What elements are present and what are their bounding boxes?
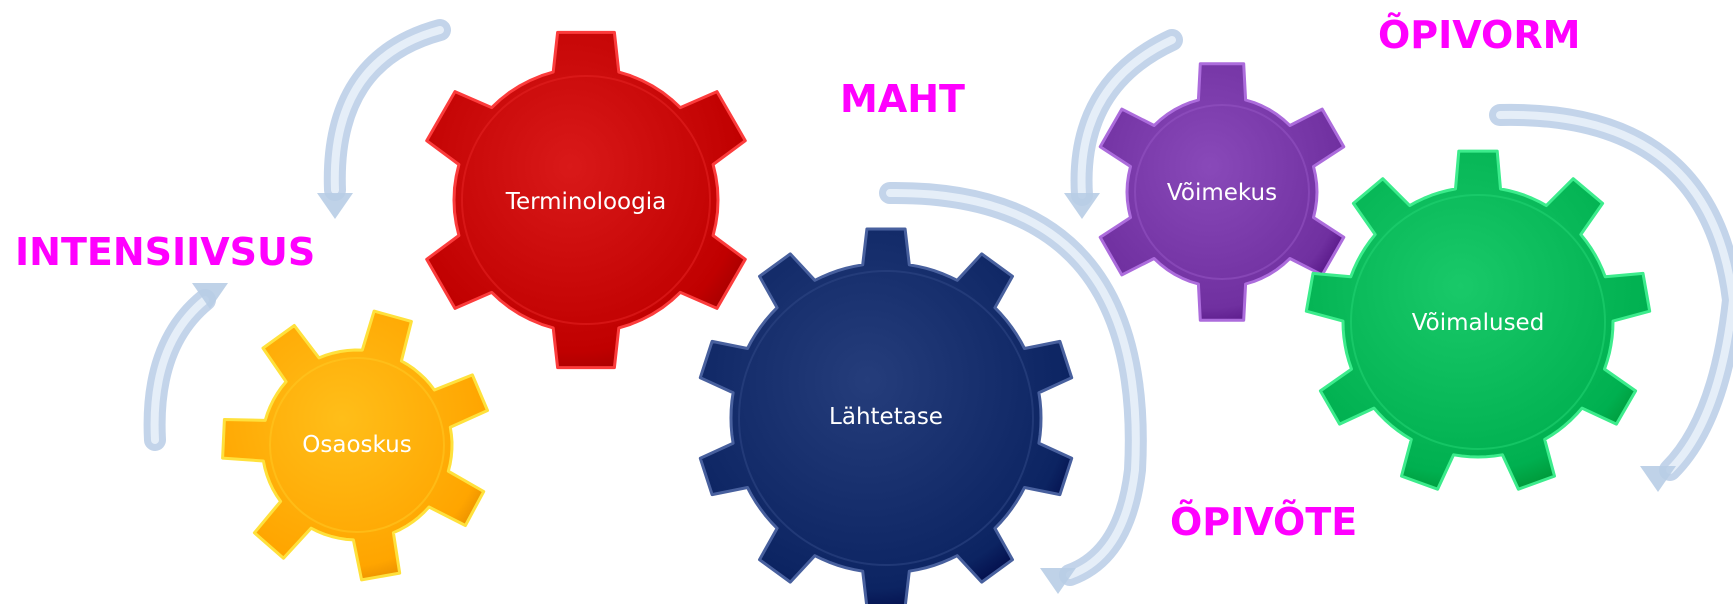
- voimalused-gear-ring: [1350, 194, 1606, 450]
- lahtetase-gear-shape: [698, 227, 1074, 604]
- voimekus-gear-ring: [1134, 104, 1310, 280]
- terminoloogia-gear: [425, 30, 747, 370]
- voimalused-gear: [1304, 149, 1652, 491]
- lahtetase-gear-ring: [738, 270, 1034, 566]
- arrow-left-highlight: [150, 296, 209, 444]
- arrow-maht-head: [1040, 568, 1076, 594]
- terminoloogia-gear-shape: [425, 30, 747, 370]
- intensiivsus-label: INTENSIIVSUS: [15, 230, 315, 274]
- opivorm-label: ÕPIVORM: [1378, 13, 1580, 57]
- voimekus-label: Võimekus: [1167, 180, 1277, 206]
- arrow-voimalused-highlight: [1496, 110, 1733, 474]
- osaoskus-gear: [221, 309, 489, 582]
- terminoloogia-label: Terminoloogia: [505, 189, 666, 215]
- arrow-voimekus-head: [1064, 193, 1100, 219]
- voimekus-gear: [1098, 62, 1346, 322]
- voimekus-gear-shape: [1098, 62, 1346, 322]
- voimalused-gear-shape: [1304, 149, 1652, 491]
- osaoskus-gear-shape: [221, 309, 489, 582]
- maht-label: MAHT: [840, 77, 965, 121]
- cycle-arrows: [143, 19, 1733, 594]
- lahtetase-label: Lähtetase: [829, 404, 943, 430]
- osaoskus-gear-ring: [269, 357, 445, 533]
- arrow-voimekus-highlight: [1077, 36, 1176, 199]
- arrow-maht-highlight: [886, 188, 1140, 579]
- arrow-voimalused-head: [1640, 466, 1676, 492]
- terminoloogia-gear-ring: [461, 75, 711, 325]
- arrow-top-left-highlight: [330, 26, 444, 194]
- opivote-label: ÕPIVÕTE: [1170, 500, 1357, 544]
- osaoskus-label: Osaoskus: [302, 432, 411, 458]
- voimalused-label: Võimalused: [1412, 310, 1545, 336]
- arrow-top-left-head: [317, 193, 353, 219]
- lahtetase-gear: [698, 227, 1074, 604]
- arrow-left-head: [192, 283, 228, 309]
